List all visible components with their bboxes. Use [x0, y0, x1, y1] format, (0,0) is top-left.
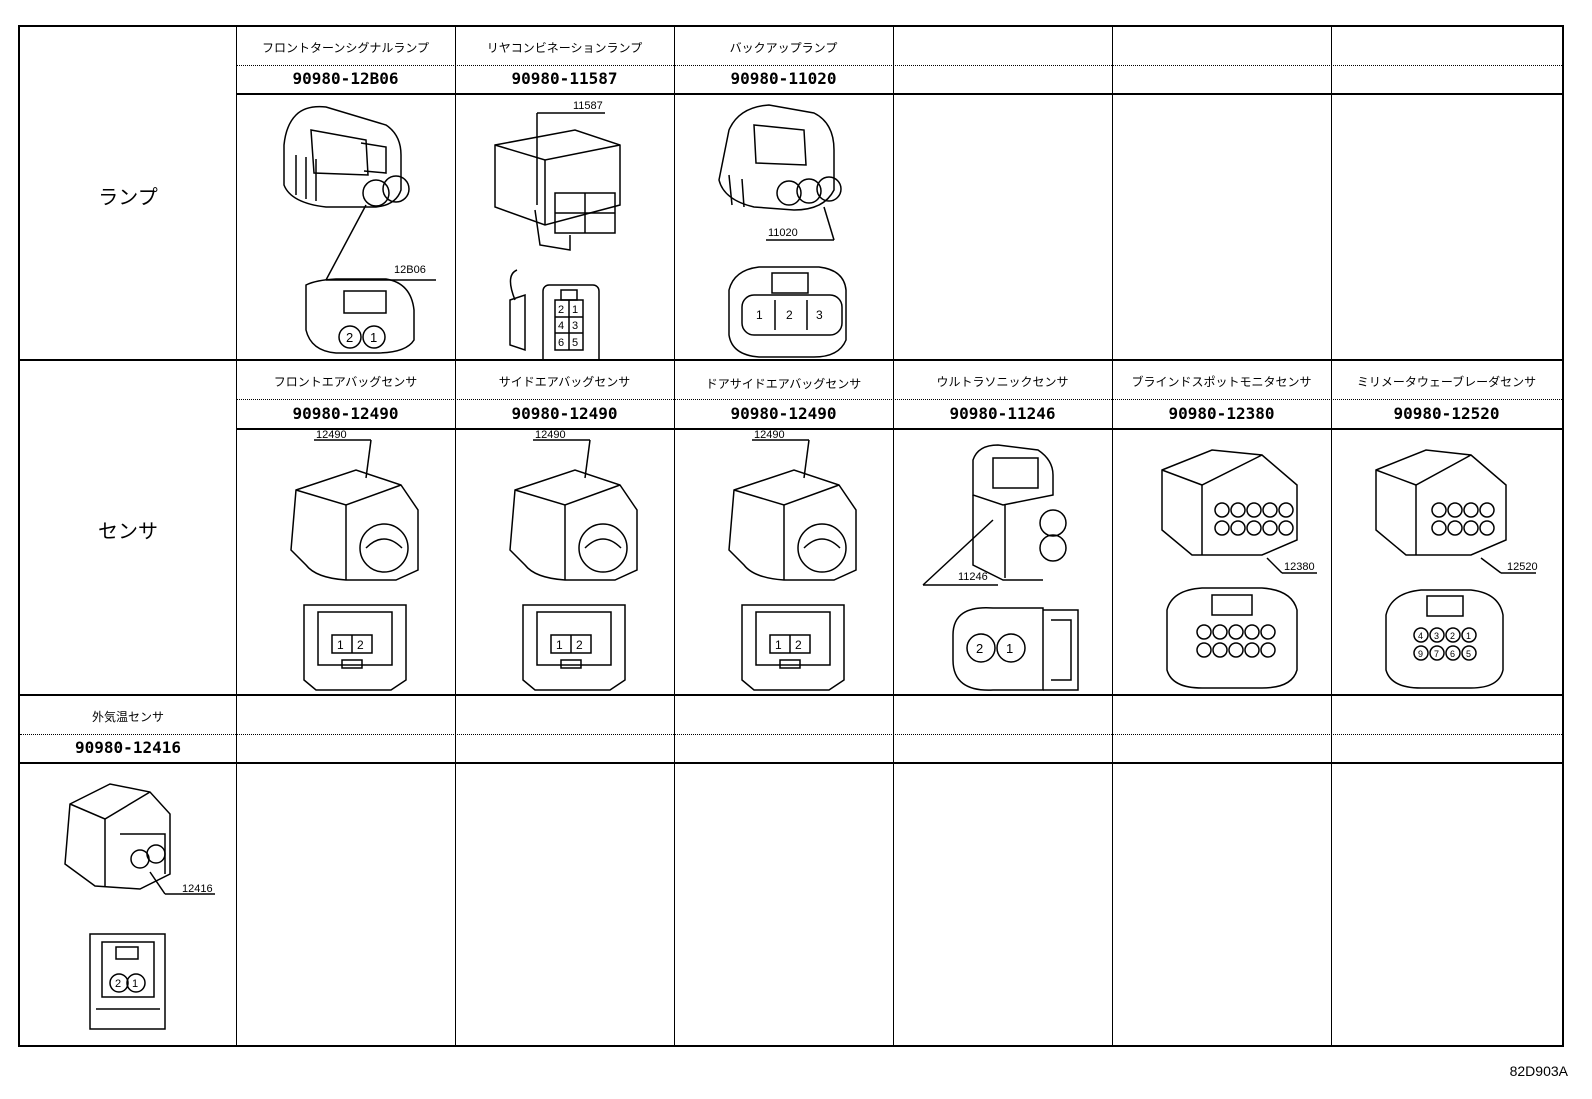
pin-label: 2	[786, 308, 793, 322]
connector-drawing-12490: 12490 1 2	[728, 430, 857, 691]
pin-label: 1	[572, 304, 578, 316]
col-line	[1331, 27, 1332, 1045]
col-line	[455, 27, 456, 1045]
sheet-id: 82D903A	[1509, 1063, 1568, 1079]
pin-label: 3	[1434, 631, 1439, 641]
pin-label: 2	[558, 304, 564, 316]
pin-label: 5	[1466, 649, 1471, 659]
pin-label: 3	[816, 308, 823, 322]
callout-label: 12520	[1507, 561, 1538, 573]
pin-label: 6	[1450, 649, 1455, 659]
callout-label: 11020	[768, 227, 798, 239]
connector-drawing-11587: 11587 2 1 4 3 6 5	[494, 100, 621, 359]
part-number: 90980-12380	[1168, 404, 1275, 423]
callout-label: 11246	[958, 571, 988, 583]
pin-label: 2	[357, 638, 364, 652]
pin-label: 1	[556, 638, 563, 652]
row-line	[236, 93, 1562, 95]
row-line	[236, 399, 1562, 400]
pin-label: 4	[558, 320, 564, 332]
connector-name: ドアサイドエアバッグセンサ	[705, 377, 862, 391]
pin-label: 2	[576, 638, 583, 652]
connector-drawing-11020: 11020 1 2 3	[718, 104, 847, 358]
pin-label: 9	[1418, 649, 1423, 659]
connector-name: ミリメータウェーブレーダセンサ	[1356, 375, 1537, 389]
row-line	[20, 359, 1562, 361]
category-label-lamp: ランプ	[98, 185, 158, 209]
pin-label: 1	[132, 978, 138, 990]
pin-label: 2	[1450, 631, 1455, 641]
col-line	[1112, 27, 1113, 1045]
connector-name: ウルトラソニックセンサ	[936, 375, 1069, 389]
part-number: 90980-12490	[730, 404, 837, 423]
callout-label: 12380	[1284, 561, 1315, 573]
connector-name: フロントエアバッグセンサ	[273, 375, 418, 389]
part-number: 90980-11587	[511, 69, 618, 88]
part-number: 90980-11246	[949, 404, 1056, 423]
connector-name: ブラインドスポットモニタセンサ	[1131, 375, 1312, 389]
pin-label: 1	[1466, 631, 1471, 641]
connector-table: ランプ センサ フロントターンシグナルランプ 90980-12B06 リヤコンビ…	[18, 25, 1564, 1047]
part-number: 90980-12490	[511, 404, 618, 423]
pin-label: 2	[346, 330, 353, 345]
row-line	[236, 65, 1562, 66]
pin-label: 1	[337, 638, 344, 652]
pin-label: 5	[572, 337, 578, 349]
col-line	[893, 27, 894, 1045]
part-number: 90980-12520	[1393, 404, 1500, 423]
pin-label: 3	[572, 320, 578, 332]
row-line	[20, 734, 1562, 735]
connector-name: 外気温センサ	[91, 710, 164, 724]
connector-name: フロントターンシグナルランプ	[261, 41, 430, 55]
pin-label: 2	[115, 978, 121, 990]
connector-drawing-12490: 12490 1 2	[509, 430, 638, 691]
part-number: 90980-12416	[75, 738, 181, 757]
part-number: 90980-11020	[730, 69, 837, 88]
pin-label: 4	[1418, 631, 1423, 641]
pin-label: 1	[756, 308, 763, 322]
callout-label: 12490	[316, 430, 347, 441]
pin-label: 6	[558, 337, 564, 349]
callout-label: 12416	[182, 883, 213, 895]
connector-drawing-12b06: 12B06 2 1	[283, 105, 436, 354]
row-line	[236, 428, 1562, 430]
part-number: 90980-12B06	[292, 69, 399, 88]
callout-label: 12B06	[394, 264, 426, 276]
connector-drawing-12380: 12380	[1161, 449, 1317, 689]
connector-name: サイドエアバッグセンサ	[498, 375, 631, 389]
callout-label: 11587	[573, 100, 603, 112]
row-line	[20, 762, 1562, 764]
pin-label: 1	[1006, 641, 1013, 656]
col-line	[674, 27, 675, 1045]
category-label-sensor: センサ	[98, 519, 158, 543]
callout-label: 12490	[754, 430, 785, 441]
pin-label: 7	[1434, 649, 1439, 659]
connector-drawing-11246: 11246 2 1	[922, 444, 1079, 691]
connector-name: バックアップランプ	[729, 41, 838, 55]
connector-drawing-12416: 12416 2 1	[64, 783, 215, 1030]
pin-label: 1	[775, 638, 782, 652]
connector-drawing-12520: 12520 4 3 2 1 9 7 6 5	[1375, 449, 1538, 689]
connector-name: リヤコンビネーションランプ	[486, 41, 643, 55]
col-line	[236, 27, 237, 1045]
pin-label: 2	[795, 638, 802, 652]
row-line	[20, 694, 1562, 696]
part-number: 90980-12490	[292, 404, 399, 423]
connector-drawing-12490: 12490 1 2	[290, 430, 419, 691]
callout-label: 12490	[535, 430, 566, 441]
pin-label: 2	[976, 641, 983, 656]
pin-label: 1	[370, 330, 377, 345]
